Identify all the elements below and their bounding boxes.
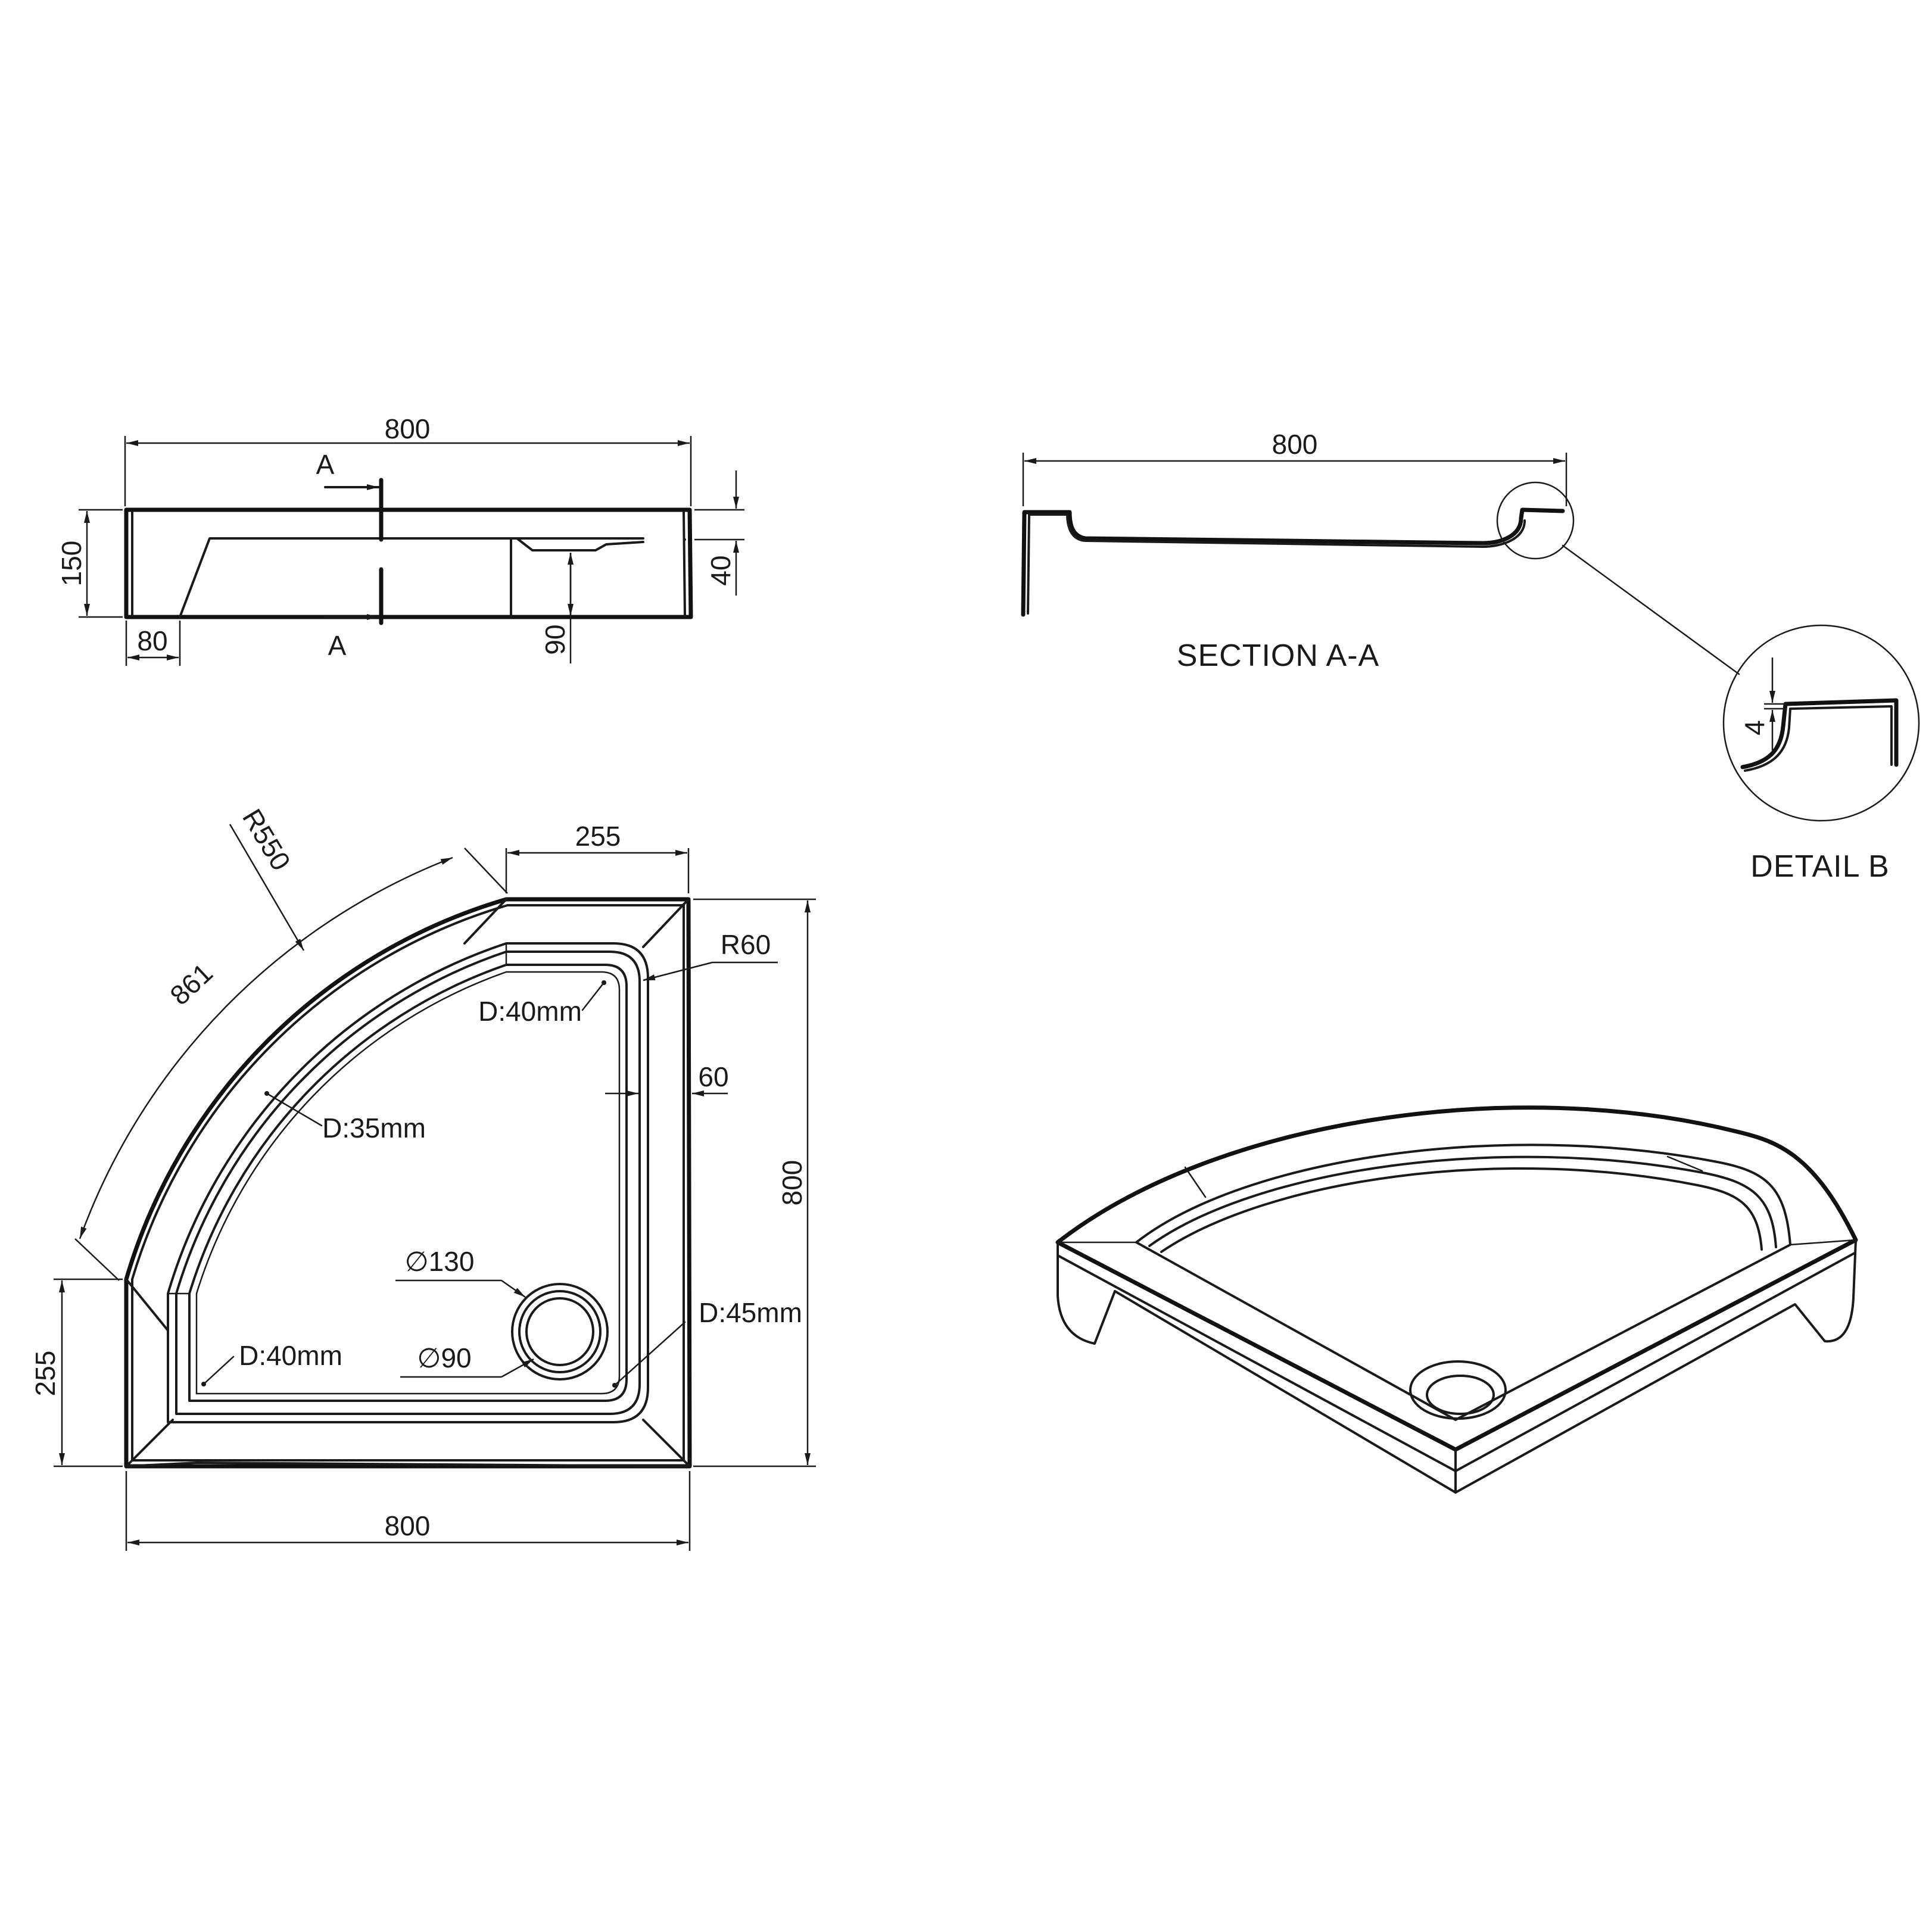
side-foot-label: 80 (137, 625, 167, 656)
rim-width-dimension: 60 (605, 1061, 729, 1096)
iso-inner-tray (1135, 1143, 1791, 1421)
section-marker-top: A (316, 449, 335, 480)
section-profile (1021, 507, 1565, 617)
note-top-right: D:40mm (478, 996, 582, 1027)
arc-length-dimension: 861 (74, 847, 508, 1281)
corner-radius-label: R60 (721, 929, 771, 960)
detail-view: 4 DETAIL B (1722, 624, 1920, 884)
detail-b-profile (1740, 698, 1899, 769)
note-bottom-left: D:40mm (239, 1340, 342, 1371)
plan-width-dimension: 800 (125, 1471, 691, 1551)
side-view-outline (124, 507, 693, 619)
section-view: 800 SECTION A-A (1021, 429, 1740, 675)
top-straight-dimension: 255 (505, 821, 690, 893)
side-foot-dimension: 80 (125, 621, 181, 666)
side-view: A A 800 150 80 40 (56, 413, 744, 666)
section-width-dimension: 800 (1022, 429, 1568, 506)
side-width-label: 800 (385, 413, 431, 444)
section-caption: SECTION A-A (1177, 638, 1379, 673)
waste-outer-callout: ∅130 (395, 1246, 526, 1298)
section-marker-bottom: A (328, 630, 347, 661)
note-right: D:45mm (699, 1297, 802, 1328)
arc-radius-label: R550 (236, 803, 297, 875)
detail-thickness-label: 4 (1739, 720, 1770, 736)
detail-thickness-dimension: 4 (1739, 657, 1787, 750)
iso-outer-rim (1055, 1105, 1858, 1452)
waste-outlet (511, 1283, 609, 1381)
section-width-label: 800 (1272, 429, 1318, 460)
plan-width-label: 800 (385, 1510, 431, 1541)
corner-radius-dimension: R60 (643, 929, 778, 981)
waste-inner-callout: ∅90 (400, 1342, 534, 1378)
waste-outer-label: ∅130 (405, 1246, 475, 1277)
side-drain-label: 90 (540, 624, 571, 655)
side-width-dimension: 800 (124, 413, 692, 506)
left-straight-dimension: 255 (30, 1278, 123, 1467)
detail-caption: DETAIL B (1750, 849, 1889, 884)
waste-inner-label: ∅90 (417, 1342, 471, 1373)
note-arc: D:35mm (322, 1113, 426, 1143)
side-drain-dimension: 90 (540, 553, 574, 663)
plan-view: R550 861 255 R60 60 (30, 803, 816, 1551)
left-straight-label: 255 (30, 1351, 61, 1397)
side-depth-dimension: 40 (694, 470, 744, 596)
plan-height-label: 800 (777, 1160, 808, 1206)
side-height-dimension: 150 (56, 509, 123, 618)
top-straight-label: 255 (575, 821, 621, 852)
iso-waste (1409, 1360, 1507, 1420)
section-line-a: A A (316, 449, 384, 661)
iso-view (1055, 1105, 1858, 1494)
side-depth-label: 40 (705, 555, 736, 585)
arc-length-label: 861 (164, 957, 219, 1011)
arc-radius-dimension: R550 (229, 803, 305, 951)
detail-b-circle (1722, 624, 1920, 822)
detail-b-leader (1562, 544, 1740, 675)
plan-height-dimension: 800 (693, 898, 816, 1467)
detail-b-callout-circle (1496, 481, 1575, 560)
rim-width-label: 60 (698, 1061, 728, 1092)
side-height-label: 150 (56, 541, 87, 587)
